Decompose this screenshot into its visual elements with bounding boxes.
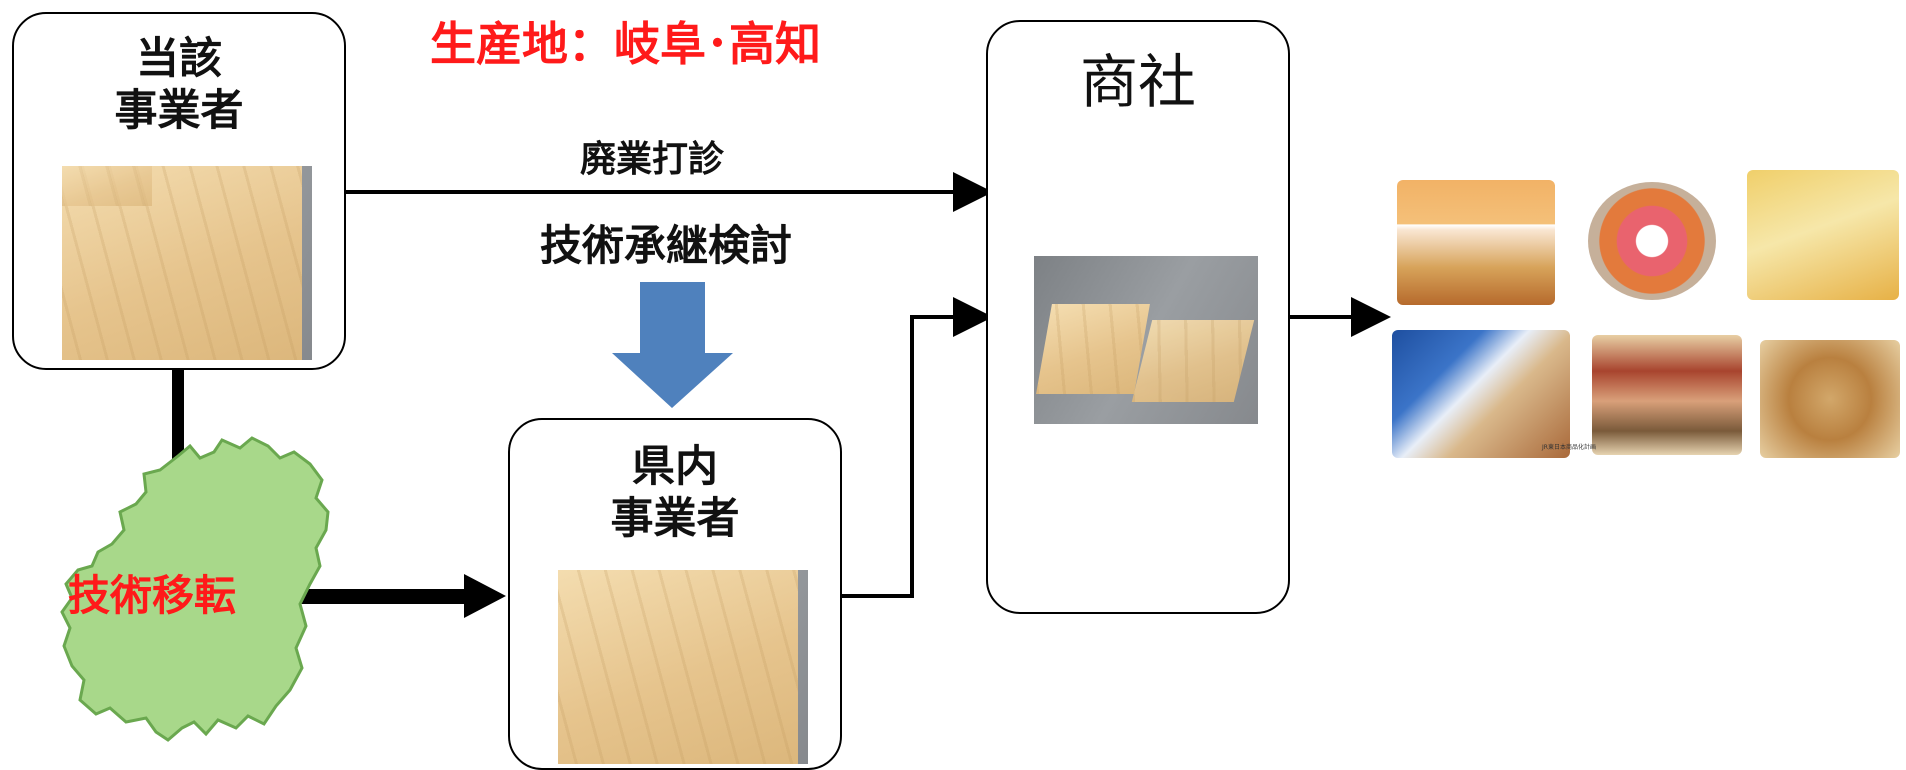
- current-to-map-connector: [172, 370, 184, 470]
- meat-bento-image: [1592, 335, 1742, 455]
- current-business-title: 当該 事業者: [114, 34, 244, 136]
- wooden-box-image: [1034, 256, 1258, 424]
- sandwich-box-image: [1747, 170, 1899, 300]
- bullet-train-bento-image: [1392, 330, 1570, 458]
- closure-label: 廃業打診: [580, 139, 725, 180]
- hexagon-bento-image: [1760, 340, 1900, 458]
- origin-label: 生産地：岐阜･高知: [430, 17, 821, 71]
- gifu-map-icon: [60, 436, 330, 742]
- seafood-bowl-image: [1588, 182, 1716, 300]
- local-business-box: 県内 事業者: [508, 418, 842, 770]
- local-to-trading-connector: [840, 297, 993, 598]
- bento-products-panel: JR東日本商品化計画: [1392, 170, 1900, 470]
- trading-company-title: 商社: [1079, 48, 1196, 116]
- current-business-box: 当該 事業者: [12, 12, 346, 370]
- transfer-arrow-shaft: [264, 589, 464, 604]
- succession-label: 技術承継検討: [540, 221, 793, 270]
- down-arrow-icon: [612, 282, 733, 408]
- wood-board-image: [62, 166, 312, 360]
- chicken-bento-image: [1397, 180, 1555, 305]
- food-caption: JR東日本商品化計画: [1542, 444, 1596, 451]
- wood-board-image: [558, 570, 808, 764]
- transfer-label: 技術移転: [68, 571, 237, 620]
- transfer-arrow-head: [464, 574, 506, 618]
- trading-company-box: 商社: [986, 20, 1290, 614]
- local-business-title: 県内 事業者: [610, 442, 740, 544]
